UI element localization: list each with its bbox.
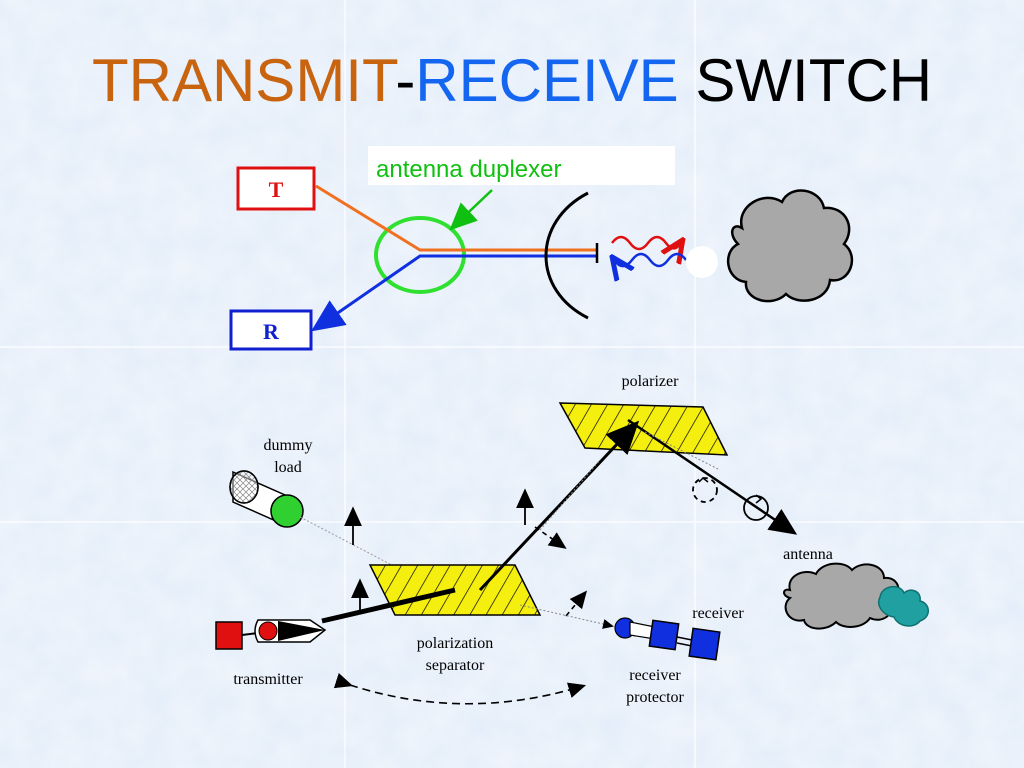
receive-path: [311, 254, 597, 332]
transmitter-label: transmitter: [233, 671, 303, 688]
transmit-beam: [321, 587, 456, 624]
protector-label-2: protector: [626, 689, 684, 706]
dummy-load-label-1: dummy: [264, 437, 313, 454]
r-box-label: R: [263, 319, 280, 344]
transmitter: [215, 619, 327, 650]
polarization-circle-dashed: [692, 477, 718, 503]
separator-label-2: separator: [426, 657, 485, 674]
polarizer-grid: [558, 402, 729, 456]
dummy-load-label-2: load: [274, 459, 302, 476]
title-dash: -: [395, 47, 416, 114]
title-receive: RECEIVE: [415, 47, 679, 114]
target-cloud: [686, 189, 854, 303]
antenna-feed: [878, 585, 929, 627]
polarization-circle: [743, 495, 769, 521]
dummy-load-path: [299, 516, 431, 586]
t-box: T: [236, 166, 316, 211]
duplexer-label: antenna duplexer: [376, 156, 561, 183]
dummy-load: [229, 470, 304, 528]
polarizer-label: polarizer: [622, 373, 680, 390]
dashed-arrow-2: [565, 590, 588, 617]
receiver-protector: [614, 617, 721, 661]
duplexer-pointer-arrow: [449, 189, 493, 231]
receiver-label: receiver: [692, 605, 744, 622]
title-transmit: TRANSMIT: [91, 47, 396, 114]
dish-reflector: [544, 191, 589, 320]
page-title: TRANSMIT-RECEIVE SWITCH: [0, 46, 1024, 116]
antenna-label: antenna: [783, 546, 833, 563]
protector-label-1: receiver: [629, 667, 681, 684]
r-box: R: [229, 309, 313, 351]
beam-to-antenna: [627, 418, 798, 535]
duplexer-label-box: [368, 146, 675, 185]
antenna-cloud: [783, 562, 900, 630]
transmit-path: [315, 184, 597, 252]
separator-to-polarizer-faint: [539, 459, 601, 531]
dashed-arrow-1: [534, 526, 567, 549]
polarization-arrow-tick: [698, 476, 709, 483]
separator-label-1: polarization: [417, 635, 493, 652]
outgoing-wave: [611, 237, 680, 249]
title-switch: SWITCH: [678, 47, 933, 114]
t-box-label: T: [269, 177, 284, 202]
polarization-arrow-tick-2: [755, 494, 763, 504]
beam-to-polarizer: [478, 420, 640, 592]
echo-wave: [615, 254, 687, 266]
switching-arrow: [333, 672, 587, 705]
